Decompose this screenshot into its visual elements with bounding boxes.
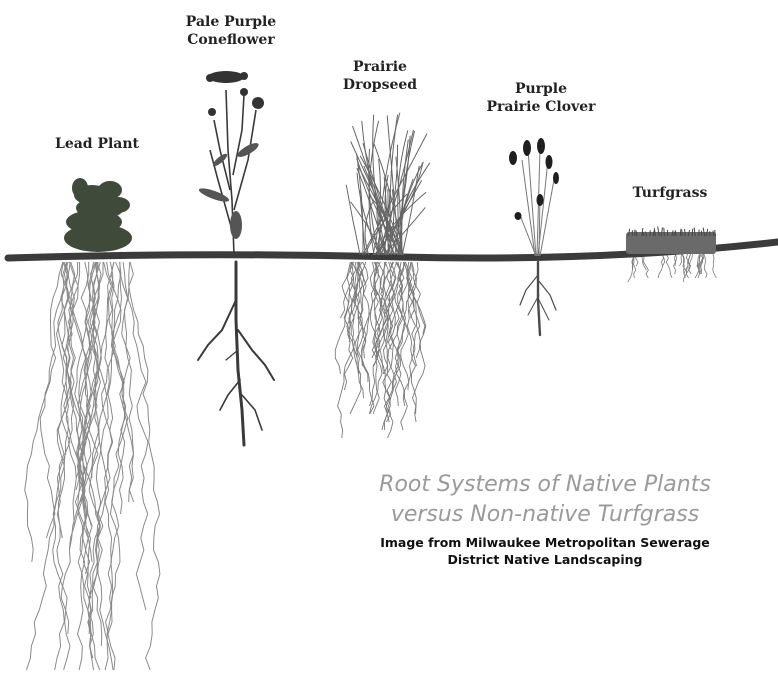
lead-plant-foliage [64,178,132,252]
image-credit: Image from Milwaukee Metropolitan Sewera… [315,534,775,568]
label-prairie-dropseed: Prairie Dropseed [343,58,417,94]
label-turfgrass: Turfgrass [633,184,708,202]
label-pale-purple-coneflower: Pale Purple Coneflower [186,13,276,49]
label-lead-plant: Lead Plant [55,135,139,153]
credit-line-2: District Native Landscaping [315,551,775,568]
coneflower-roots [198,262,274,445]
purple-prairie-clover-flower-heads [509,138,559,220]
lead-plant-roots [25,262,160,670]
caption: Root Systems of Native Plants versus Non… [315,470,775,568]
purple-prairie-clover-roots [520,262,556,335]
caption-title-line-2: versus Non-native Turfgrass [315,500,775,530]
pale-purple-coneflower-flowers [206,71,264,116]
prairie-dropseed-blades [346,113,430,255]
caption-title-line-1: Root Systems of Native Plants [315,470,775,500]
label-purple-prairie-clover: Purple Prairie Clover [487,80,596,116]
prairie-dropseed-roots [335,262,426,438]
turfgrass-sod [626,232,716,254]
turfgrass-roots [628,254,717,282]
credit-line-1: Image from Milwaukee Metropolitan Sewera… [315,534,775,551]
